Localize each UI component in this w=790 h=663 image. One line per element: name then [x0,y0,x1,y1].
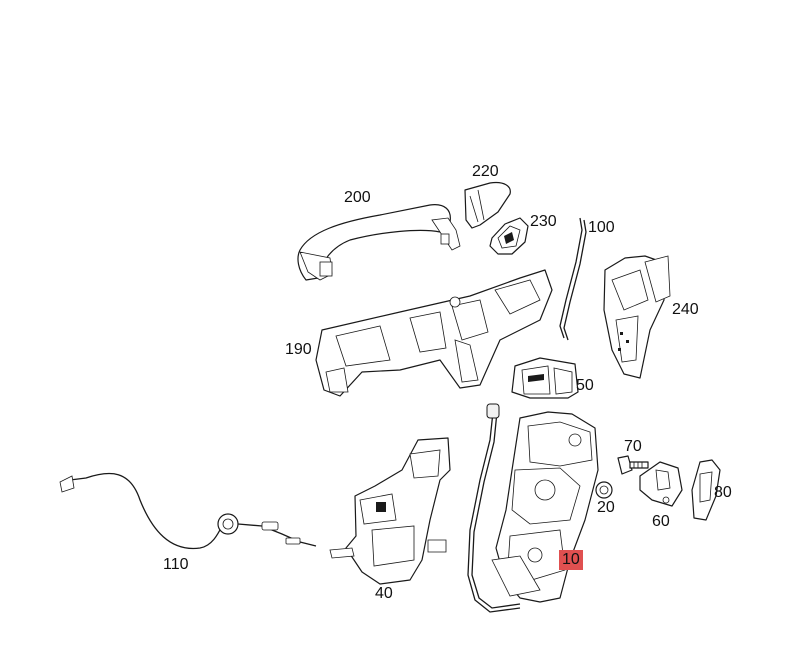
callout-200[interactable]: 200 [344,189,371,206]
part-20-nut[interactable] [595,481,613,499]
callout-100[interactable]: 100 [588,219,615,236]
callout-20[interactable]: 20 [597,499,615,516]
callout-220[interactable]: 220 [472,163,499,180]
part-70-screw[interactable] [617,455,649,475]
part-230-lock-cylinder[interactable] [489,217,529,255]
part-190-handle-carrier[interactable] [315,269,553,397]
callout-80[interactable]: 80 [714,484,732,501]
part-10-door-lock-assembly[interactable] [467,403,599,613]
callout-190[interactable]: 190 [285,341,312,358]
callout-50[interactable]: 50 [576,377,594,394]
callout-70[interactable]: 70 [624,438,642,455]
callout-40[interactable]: 40 [375,585,393,602]
part-80-retainer-bracket[interactable] [691,459,721,521]
callout-60[interactable]: 60 [652,513,670,530]
part-40-lock-bracket[interactable] [329,437,451,585]
part-100-connecting-rod[interactable] [559,217,587,341]
callout-10-selected[interactable]: 10 [559,550,583,570]
part-200-outer-door-handle[interactable] [297,204,461,281]
part-50-actuator-module[interactable] [511,357,579,399]
part-110-release-cable[interactable] [59,472,317,550]
part-60-striker-plate[interactable] [639,461,683,507]
callout-230[interactable]: 230 [530,213,557,230]
part-240-handle-bracket-side[interactable] [603,255,671,379]
callout-110[interactable]: 110 [163,556,189,573]
part-220-handle-cap[interactable] [464,181,511,229]
callout-240[interactable]: 240 [672,301,699,318]
